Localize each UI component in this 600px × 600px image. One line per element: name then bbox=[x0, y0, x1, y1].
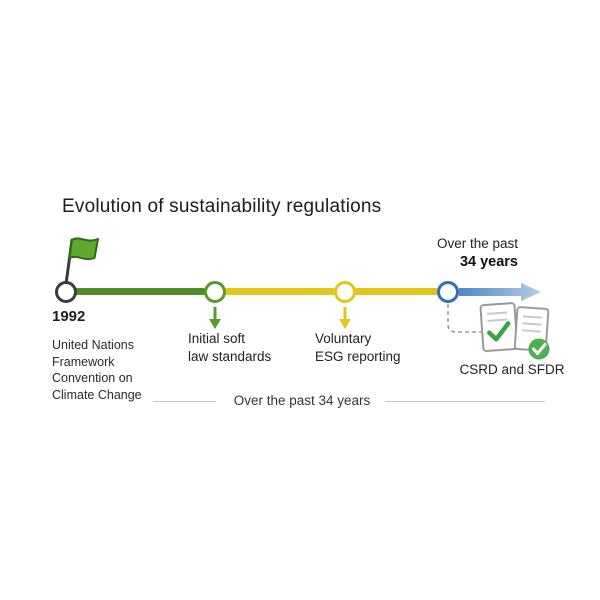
timeline-segment-green bbox=[74, 288, 206, 295]
timeline-arrow-blue bbox=[459, 283, 543, 301]
timeline-segment-yellow-2 bbox=[354, 288, 439, 295]
documents-check-icon bbox=[476, 298, 558, 362]
timeline-segment-yellow-1 bbox=[224, 288, 336, 295]
milestone-soft-law-label: Initial soft law standards bbox=[188, 331, 272, 364]
end-label-csrd-sfdr: CSRD and SFDR bbox=[459, 362, 565, 377]
footer-divider-right bbox=[385, 401, 545, 402]
milestone-esg-label: Voluntary ESG reporting bbox=[315, 331, 401, 364]
timeline-node-soft-law bbox=[204, 281, 226, 303]
arrow-down-yellow-icon bbox=[339, 307, 351, 329]
footer-divider-left bbox=[153, 401, 216, 402]
timeline-node-1992 bbox=[55, 281, 77, 303]
timeline-node-csrd-sfdr bbox=[437, 281, 459, 303]
end-caption-years: 34 years bbox=[459, 254, 518, 270]
flag-icon bbox=[50, 230, 106, 286]
check-badge-icon bbox=[528, 338, 550, 360]
end-caption-top: Over the past bbox=[436, 236, 518, 251]
timeline-node-esg bbox=[334, 281, 356, 303]
footer-caption: Over the past 34 years bbox=[233, 393, 371, 408]
start-event-label: United Nations Framework Convention on C… bbox=[52, 338, 142, 402]
start-year-label: 1992 bbox=[52, 308, 86, 325]
page-title: Evolution of sustainability regulations bbox=[62, 196, 382, 217]
arrow-down-green-icon bbox=[209, 307, 221, 329]
